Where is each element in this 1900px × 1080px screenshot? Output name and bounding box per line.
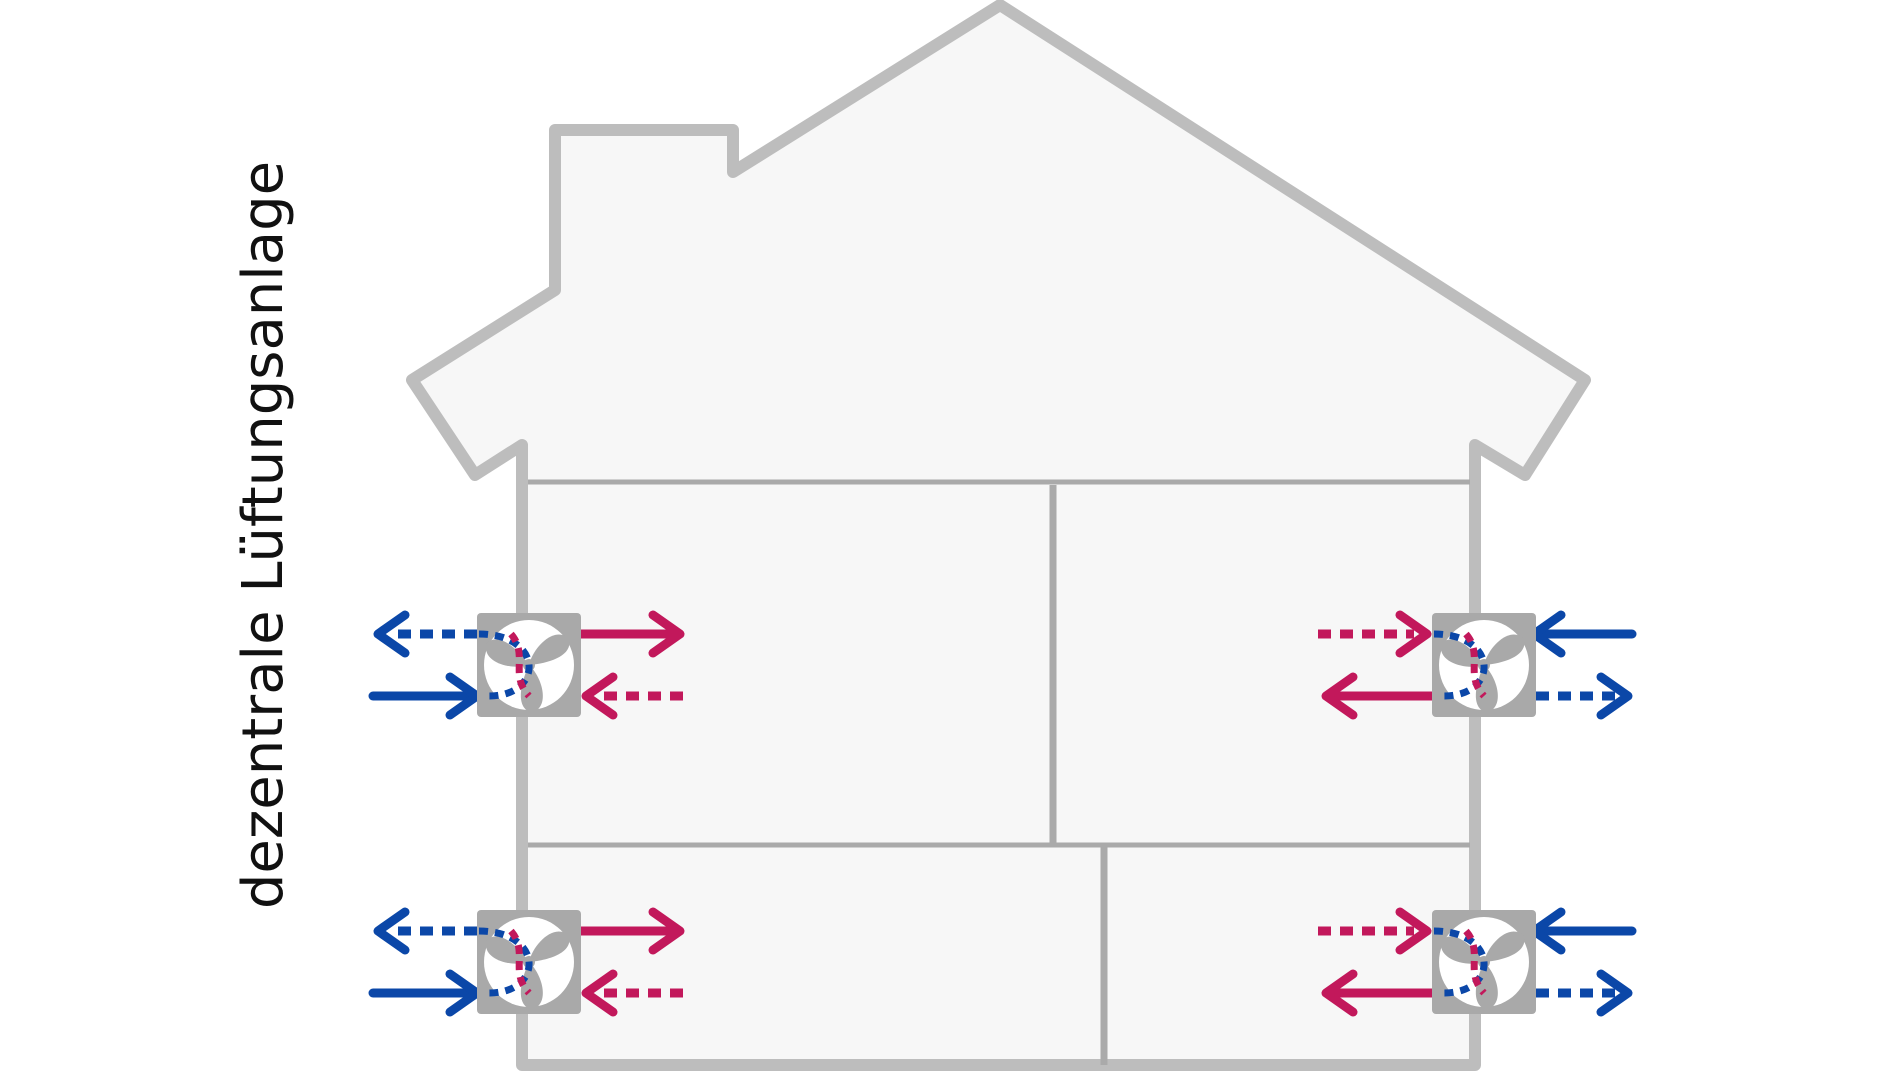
fan-blade bbox=[1475, 962, 1498, 1010]
diagram-title: dezentrale Lüftungsanlage bbox=[231, 161, 296, 909]
fan-blade bbox=[1475, 665, 1498, 713]
ventilation-units bbox=[368, 610, 1637, 1017]
exhaust-air-inner-path bbox=[1463, 928, 1487, 996]
fan-blades bbox=[1441, 634, 1525, 713]
supply-air-inner-path bbox=[1433, 927, 1488, 997]
ventilation-unit-lower-right bbox=[1318, 907, 1637, 1017]
arrow-icon bbox=[648, 907, 685, 955]
fan-blade bbox=[529, 931, 570, 962]
arrow-icon bbox=[581, 969, 618, 1017]
arrow-icon bbox=[1596, 969, 1633, 1017]
fan-blade bbox=[486, 639, 529, 667]
interior-walls bbox=[528, 479, 1470, 1065]
supply-air-inner-path bbox=[478, 630, 533, 700]
arrow-icon bbox=[373, 907, 410, 955]
fan-blade bbox=[486, 936, 529, 964]
fan-blade bbox=[1441, 639, 1484, 667]
house-outline bbox=[406, 0, 1591, 1071]
ventilation-unit-lower-left bbox=[368, 907, 685, 1017]
arrow-icon bbox=[1596, 672, 1633, 720]
fan-blades bbox=[486, 931, 570, 1010]
arrow-icon bbox=[1321, 969, 1358, 1017]
fan-blade bbox=[1441, 936, 1484, 964]
arrow-icon bbox=[373, 610, 410, 658]
arrow-icon bbox=[581, 672, 618, 720]
exhaust-air-inner-path bbox=[1463, 631, 1487, 699]
arrow-icon bbox=[1395, 610, 1432, 658]
fan-blade bbox=[520, 665, 543, 713]
arrow-icon bbox=[1321, 672, 1358, 720]
fan-blades bbox=[1441, 931, 1525, 1010]
supply-air-inner-path bbox=[1433, 630, 1488, 700]
arrow-icon bbox=[648, 610, 685, 658]
fan-blade bbox=[1484, 931, 1525, 962]
fan-blade bbox=[520, 962, 543, 1010]
ventilation-unit-upper-right bbox=[1318, 610, 1637, 720]
arrow-icon bbox=[1395, 907, 1432, 955]
fan-blade bbox=[529, 634, 570, 665]
exhaust-air-inner-path bbox=[508, 928, 532, 996]
fan-blades bbox=[486, 634, 570, 713]
supply-air-inner-path bbox=[478, 927, 533, 997]
exhaust-air-inner-path bbox=[508, 631, 532, 699]
ventilation-unit-upper-left bbox=[368, 610, 685, 720]
fan-blade bbox=[1484, 634, 1525, 665]
